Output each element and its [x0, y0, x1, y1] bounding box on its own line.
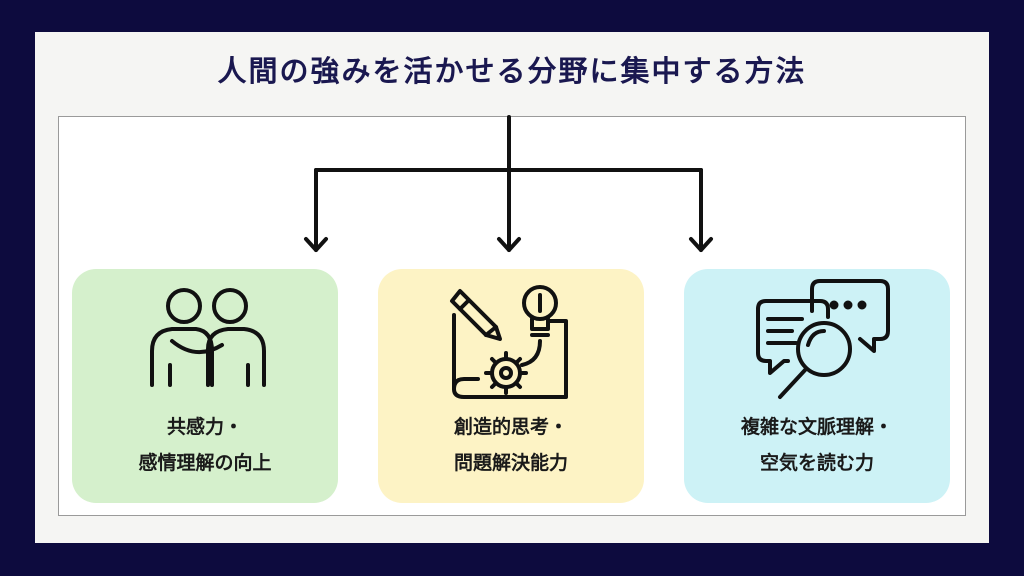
arrow-center-head	[497, 237, 521, 252]
idea-blueprint-icon	[450, 285, 568, 399]
card-context-label: 複雑な文脈理解・ 空気を読む力	[740, 416, 893, 474]
card-creativity-label: 創造的思考・ 問題解決能力	[453, 416, 568, 474]
card-context: 複雑な文脈理解・ 空気を読む力	[684, 269, 950, 503]
arrow-left-head	[304, 237, 328, 252]
people-icon	[150, 288, 266, 387]
card-empathy-label: 共感力・ 感情理解の向上	[138, 416, 272, 474]
card-empathy: 共感力・ 感情理解の向上	[72, 269, 338, 503]
card-creativity: 創造的思考・ 問題解決能力	[378, 269, 644, 503]
arrow-right-head	[689, 237, 713, 252]
page-title: 人間の強みを活かせる分野に集中する方法	[217, 54, 807, 88]
speech-magnifier-icon	[756, 279, 890, 399]
